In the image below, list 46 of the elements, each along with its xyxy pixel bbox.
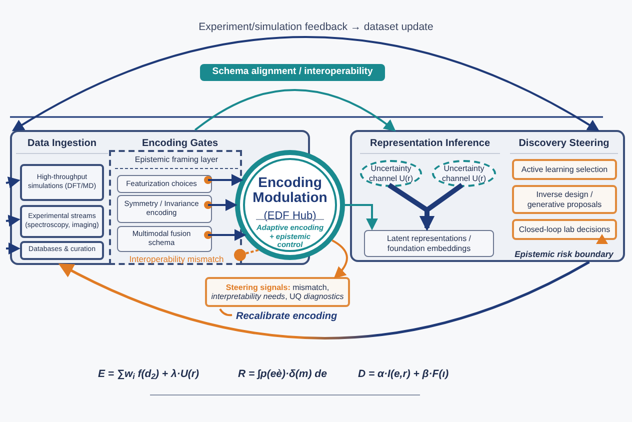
layer-heading: Epistemic framing layer [115,154,238,169]
arrow [194,89,396,132]
box-label: Uncertainty channel U(r) [440,164,487,183]
arrow [12,36,600,132]
panel-heading: Encoding Gates [140,137,220,151]
panel-heading: Data Ingestion [16,136,108,154]
equation: R = ∫p(eè)·δ(m) de [238,367,327,382]
arrow [345,204,378,230]
steering-option-box [512,219,617,240]
source-box [20,164,104,201]
arrow [332,239,348,279]
steering-option-box [512,159,617,180]
dashed-layer-box [109,150,242,265]
steering-option-box [512,185,617,214]
source-box [20,205,104,238]
source-box [20,241,104,260]
arrow [208,199,238,211]
alignment-pill [200,64,385,81]
gate-box [117,175,212,193]
box-label: Latent representations / foundation embeddings [386,234,472,253]
box-label: Uncertainty channel U(r) [368,164,414,183]
box-label: Active learning selection [521,164,608,174]
panel-heading: Representation Inference [360,136,500,154]
arrow [6,176,20,188]
arrow [208,174,244,186]
mismatch-label: Interoperability mismatch [128,253,225,266]
arrow [58,260,590,340]
gate-box [117,226,212,252]
embedding-box [364,230,494,257]
box-label: Steering signals: mismatch, interpretability needs, UQ diagnostics [211,282,344,302]
arrow [6,214,20,227]
box-label: Closed-loop lab decisions [518,224,610,234]
box-label: Inverse design / generative proposals [526,190,603,209]
pill-label: Schema alignment / interoperability [212,67,373,78]
arrow [6,242,20,254]
panel-heading: Discovery Steering [510,136,618,154]
arrow [420,182,464,231]
recalibrate-label: Recalibrate encoding [236,310,338,324]
equation: E = ∑w$_{i}$ f(d$_{2}$) + λ·U(r) [98,367,199,383]
boundary-label: Epistemic risk boundary [514,248,614,261]
gate-box [117,195,212,223]
arrow [208,229,246,241]
hub-title: Encoding Modulation [252,175,328,206]
equation: D = α·I(e,r) + β·F(ı) [358,367,449,382]
signal-box [205,277,350,307]
panel-card [350,130,625,262]
